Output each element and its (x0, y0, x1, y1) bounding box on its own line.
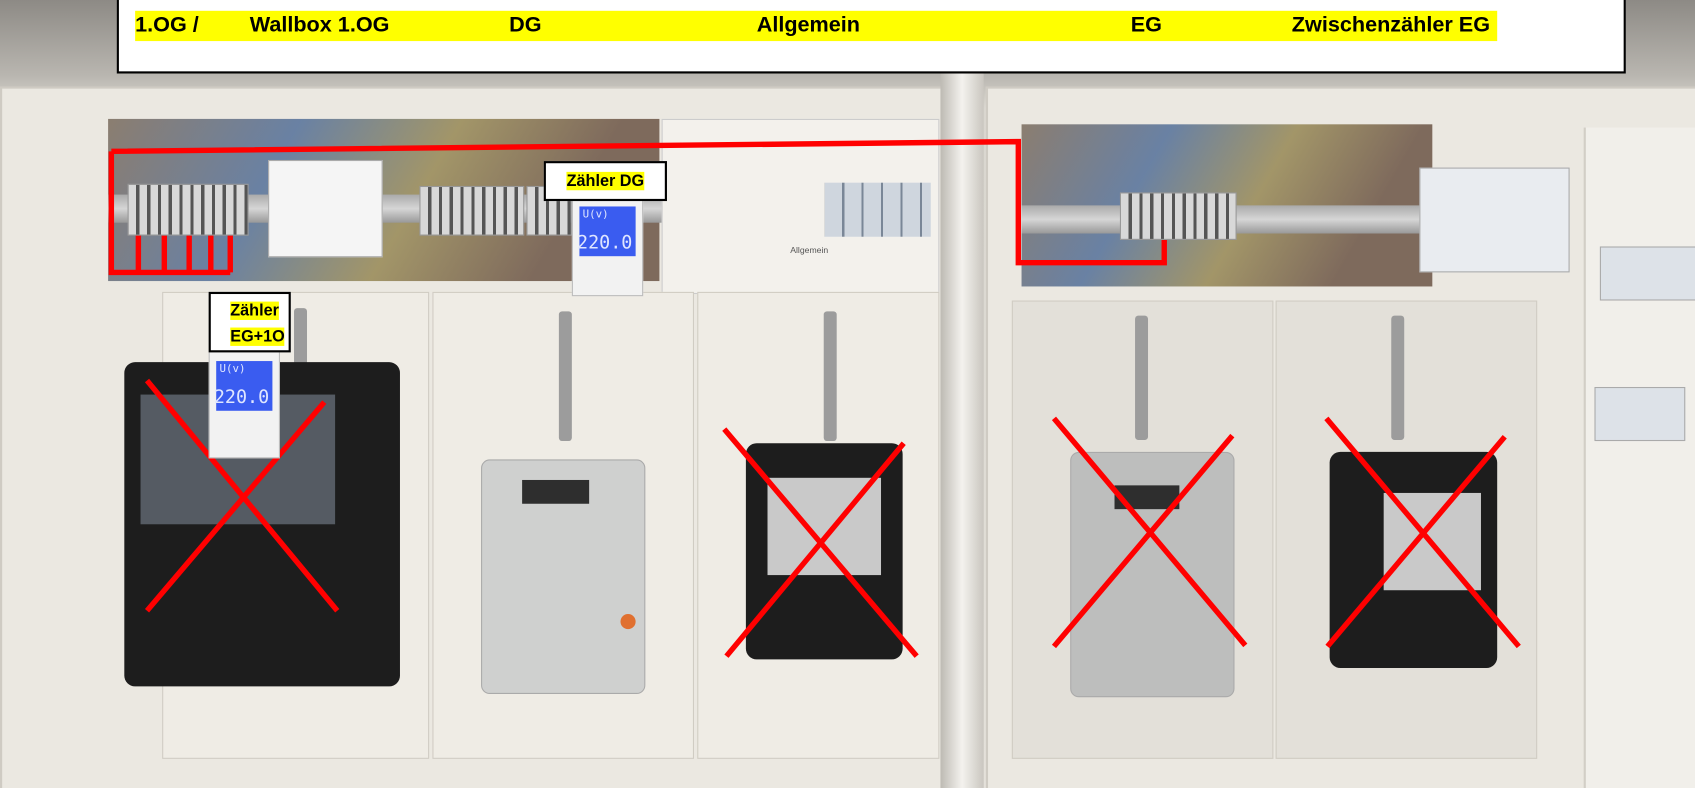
meter-value: 220.0 (213, 386, 270, 409)
header-label-wallbox: Wallbox 1.OG (249, 12, 390, 37)
breaker-group (1594, 386, 1686, 442)
electronic-meter (1070, 451, 1235, 698)
callout-text: EG+1O (230, 327, 285, 346)
callout-text: Zähler DG (566, 171, 645, 191)
cross-mark (1051, 416, 1248, 649)
terminal-block (1119, 192, 1237, 240)
breaker-group (1599, 246, 1695, 301)
digital-meter-eg-1og: U(v) 220.0 (208, 351, 280, 459)
callout-zaehler-eg-1og: Zähler EG+1O (208, 291, 291, 353)
meter-screen: U(v) 220.0 (577, 206, 636, 257)
header-label-zwischenzaehler: Zwischenzähler EG (1291, 12, 1491, 37)
breaker-row (824, 182, 931, 237)
header-label-eg: EG (1130, 12, 1162, 37)
breaker-group (1419, 167, 1570, 273)
header-label-box: 1.OG / Wallbox 1.OG DG Allgemein EG Zwis… (116, 0, 1626, 74)
electronic-meter (481, 459, 646, 695)
meter-display (522, 479, 590, 504)
meter-bracket (558, 311, 572, 442)
header-label-dg: DG (509, 12, 542, 37)
callout-text: Zähler (230, 301, 279, 320)
meter-bracket (823, 311, 837, 442)
cross-mark (144, 378, 340, 613)
meter-display (1114, 485, 1180, 510)
cross-mark (1324, 416, 1521, 649)
seal (620, 614, 636, 630)
cabinet-divider (940, 71, 984, 788)
cross-mark (722, 427, 919, 658)
meter-bracket (1391, 315, 1405, 440)
allgemein-panel-label: Allgemein (790, 245, 829, 256)
highlight-band (135, 10, 1498, 42)
meter-unit: U(v) (582, 208, 609, 221)
circuit-breaker (268, 159, 383, 258)
wiring-outline (111, 138, 1167, 266)
meter-bracket (1135, 315, 1149, 440)
header-label-1og: 1.OG / (135, 12, 199, 37)
terminal-block (127, 183, 249, 236)
callout-zaehler-dg: Zähler DG (543, 161, 667, 202)
terminal-outline (108, 151, 233, 276)
meter-screen: U(v) 220.0 (213, 361, 273, 411)
header-label-allgemein: Allgemein (756, 12, 861, 37)
meter-unit: U(v) (219, 363, 246, 376)
meter-value: 220.0 (577, 232, 633, 255)
right-side-panel (1583, 127, 1695, 788)
allgemein-panel: Allgemein (661, 118, 940, 295)
digital-meter-dg: U(v) 220.0 (571, 196, 644, 297)
terminal-block (419, 185, 525, 236)
